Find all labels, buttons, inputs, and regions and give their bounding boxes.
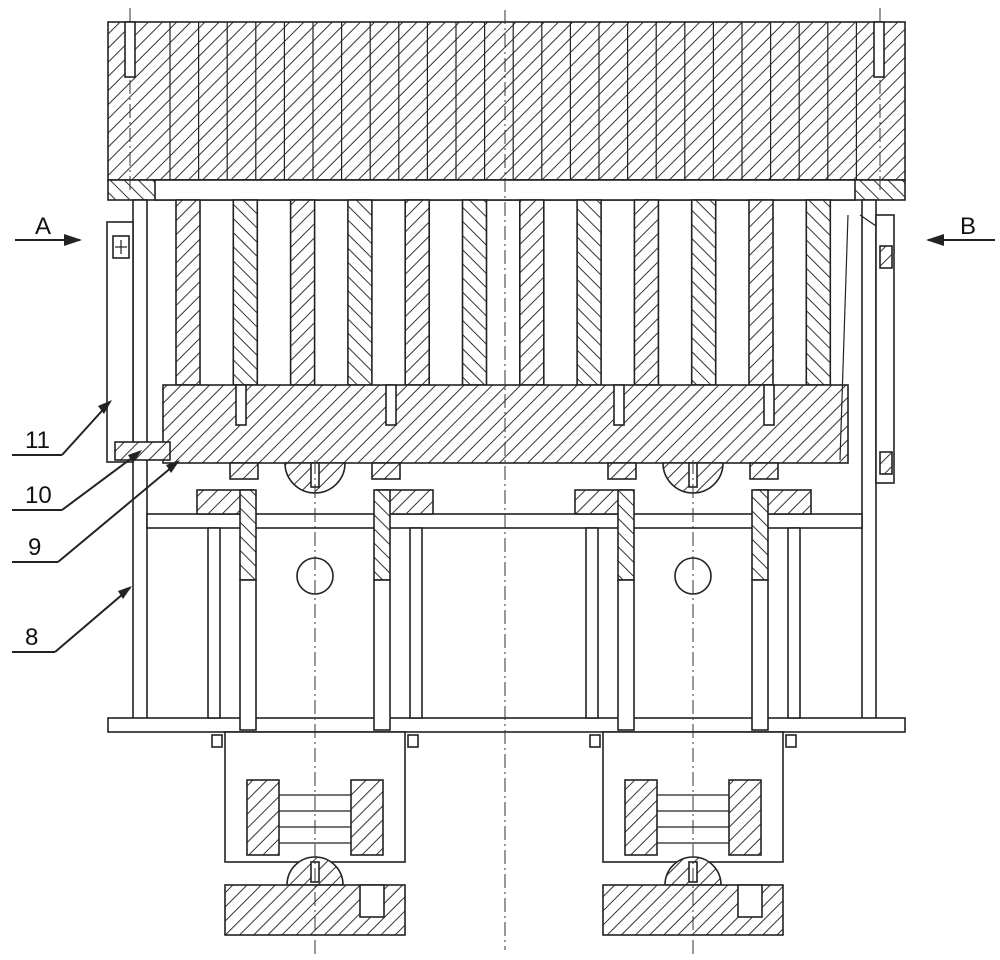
callout-11: 11 — [12, 400, 112, 455]
packing-left — [625, 780, 657, 855]
bolt — [590, 735, 600, 747]
mount-block — [608, 463, 636, 479]
packing-right — [351, 780, 383, 855]
callout-label-11: 11 — [25, 427, 50, 454]
section-arrow-b: B — [926, 213, 995, 246]
wall-outer — [208, 528, 220, 718]
pin — [176, 200, 200, 385]
callout-label-10: 10 — [25, 482, 52, 509]
bolt — [786, 735, 796, 747]
pin — [348, 200, 372, 385]
bolt — [408, 735, 418, 747]
bolt — [212, 735, 222, 747]
pin — [806, 200, 830, 385]
mount-block — [750, 463, 778, 479]
pin — [749, 200, 773, 385]
pin — [577, 200, 601, 385]
section-label-b: B — [960, 213, 976, 240]
rod-guide — [374, 490, 390, 580]
wall-outer — [788, 528, 800, 718]
mount-block — [372, 463, 400, 479]
top-mold-block — [108, 8, 905, 200]
wall-inner — [240, 580, 256, 730]
port — [360, 885, 384, 917]
port — [738, 885, 762, 917]
pin — [291, 200, 315, 385]
pin — [463, 200, 487, 385]
callout-8: 8 — [12, 586, 132, 652]
packing-right — [729, 780, 761, 855]
section-label-a: A — [35, 213, 51, 240]
wall-inner — [374, 580, 390, 730]
wall-outer — [586, 528, 598, 718]
section-arrow-a: A — [15, 213, 82, 246]
callout-label-8: 8 — [25, 624, 38, 651]
packing-left — [247, 780, 279, 855]
callout-label-9: 9 — [28, 534, 41, 561]
frame — [108, 200, 905, 732]
pin — [405, 200, 429, 385]
wall-outer — [410, 528, 422, 718]
pin — [634, 200, 658, 385]
wall-inner — [618, 580, 634, 730]
wall-inner — [752, 580, 768, 730]
pin — [233, 200, 257, 385]
rod-guide — [618, 490, 634, 580]
vertical-pins — [176, 200, 830, 385]
pin — [692, 200, 716, 385]
rod-guide — [752, 490, 768, 580]
pin — [520, 200, 544, 385]
mount-block — [230, 463, 258, 479]
rod-guide — [240, 490, 256, 580]
